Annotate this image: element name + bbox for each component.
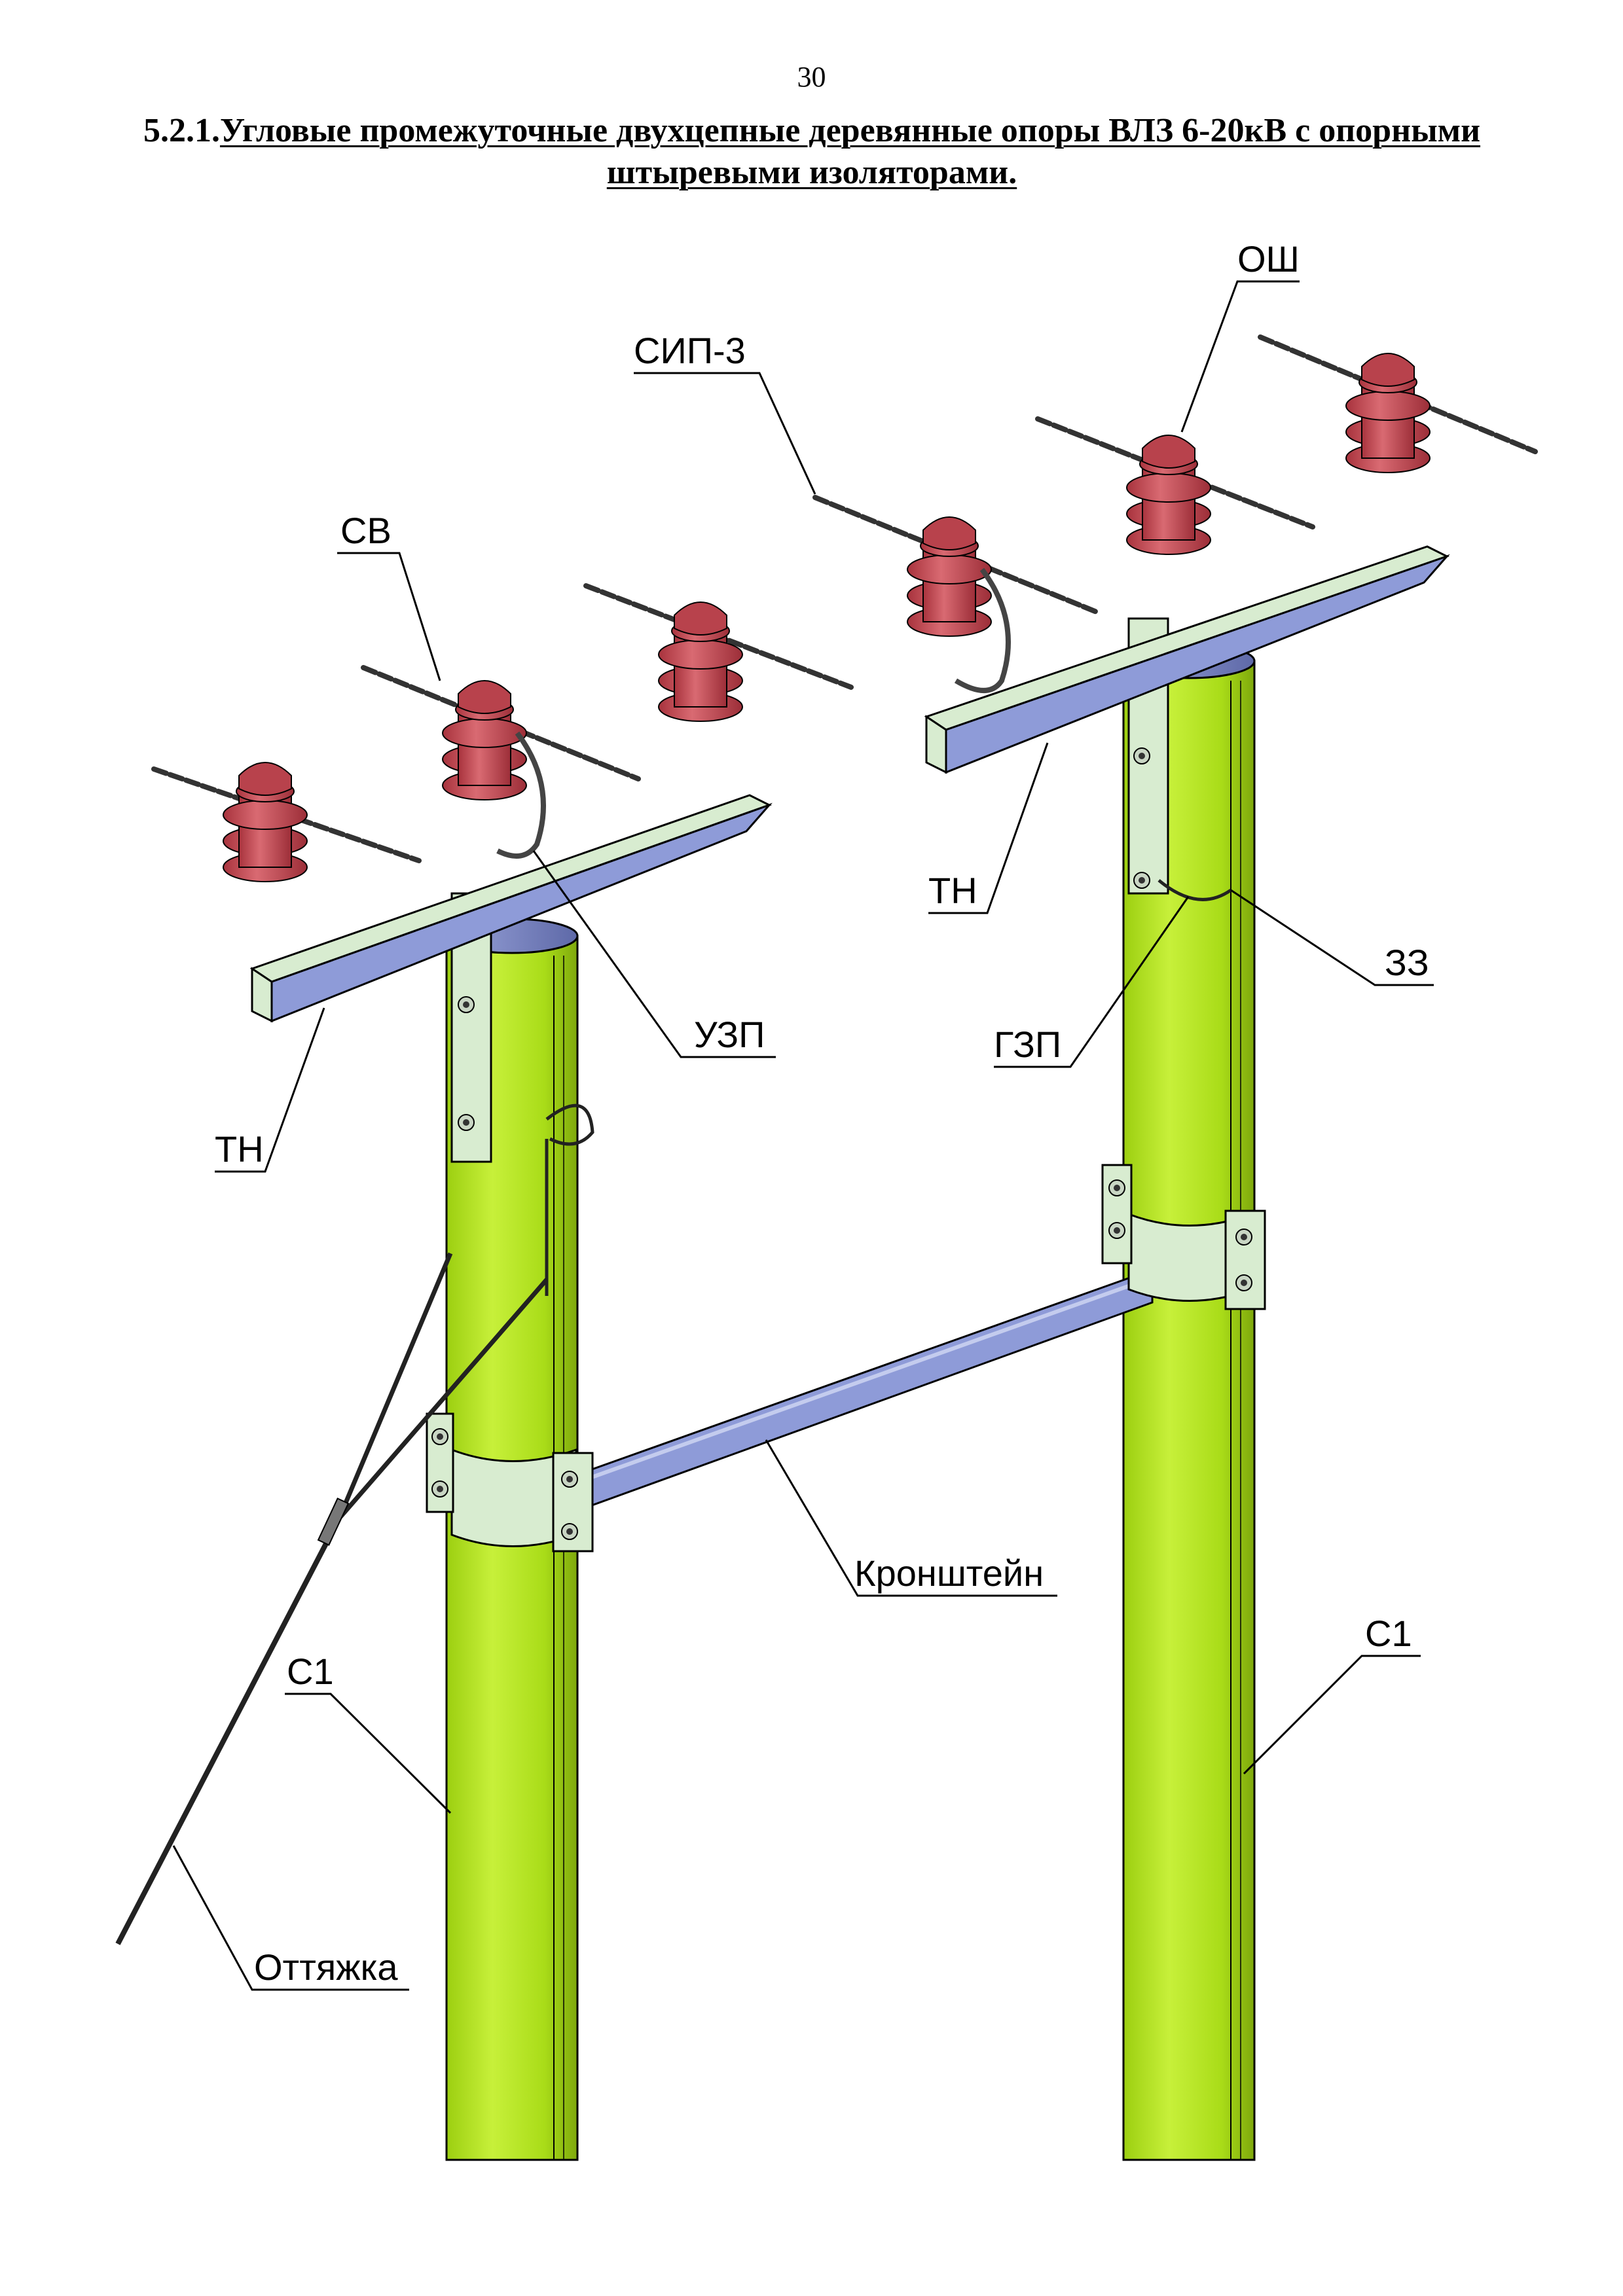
label-c1-left: С1 <box>287 1651 334 1692</box>
label-tn-left: ТН <box>215 1128 264 1170</box>
right-pole <box>1122 643 1256 2161</box>
label-tn-right: ТН <box>928 870 977 911</box>
callout-c1-right: С1 <box>1243 1613 1421 1775</box>
callout-guy: Оттяжка <box>172 1845 409 1991</box>
heading-line-1: Угловые промежуточные двухцепные деревян… <box>219 112 1481 149</box>
label-uzp: УЗП <box>694 1014 765 1055</box>
callout-sip3: СИП-3 <box>634 330 816 495</box>
surge-protection-loops <box>496 567 1011 859</box>
label-osh: ОШ <box>1237 238 1300 279</box>
ground-wires <box>545 879 1232 1296</box>
callout-gzp: ГЗП <box>994 896 1190 1068</box>
label-guy: Оттяжка <box>254 1946 398 1988</box>
left-crossarm <box>249 794 773 1163</box>
heading-line-2: штыревыми изоляторами. <box>606 154 1017 191</box>
label-bracket: Кронштейн <box>854 1552 1044 1594</box>
bracket-beam <box>581 1268 1154 1511</box>
callout-sv: СВ <box>337 510 441 681</box>
label-c1-right: С1 <box>1365 1613 1412 1654</box>
section-heading: 5.2.1.Угловые промежуточные двухцепные д… <box>98 110 1525 194</box>
callout-tn-left: ТН <box>215 1007 325 1173</box>
label-zz: ЗЗ <box>1385 942 1429 983</box>
label-sv: СВ <box>340 510 392 551</box>
callout-zz: ЗЗ <box>1230 889 1434 986</box>
guy-wire <box>115 1252 549 1945</box>
label-gzp: ГЗП <box>994 1024 1061 1065</box>
callout-bracket: Кронштейн <box>765 1439 1057 1597</box>
right-crossarm <box>924 545 1450 895</box>
left-pole-clamp <box>426 1412 594 1552</box>
section-number: 5.2.1. <box>143 112 220 149</box>
label-sip3: СИП-3 <box>634 330 746 371</box>
callout-osh: ОШ <box>1180 238 1300 433</box>
right-pole-clamp <box>1101 1164 1266 1310</box>
callout-tn-right: ТН <box>928 742 1049 914</box>
callout-c1-left: С1 <box>285 1651 452 1814</box>
callout-uzp: УЗП <box>532 850 776 1058</box>
page-number: 30 <box>797 61 826 93</box>
